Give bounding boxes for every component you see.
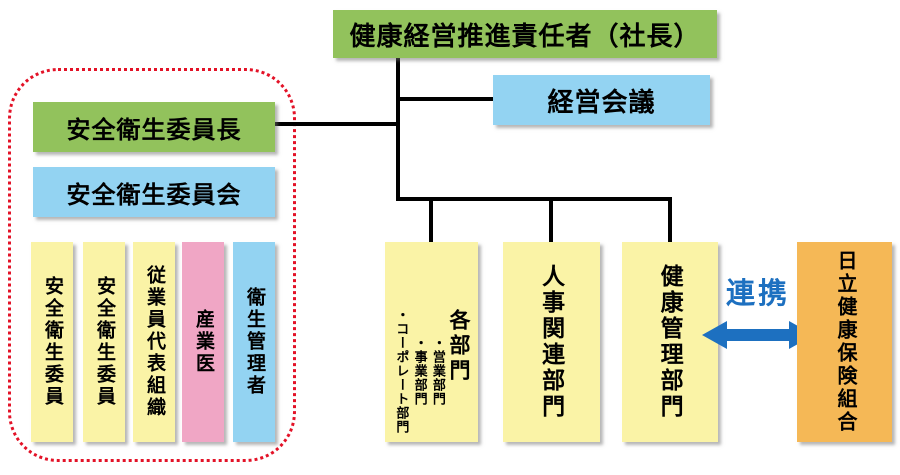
dept-health-management-label: 健康管理部門 <box>657 264 684 420</box>
management-meeting-box: 経営会議 <box>493 75 710 125</box>
connector-drop-all-depts <box>429 197 433 242</box>
member-label: 安全衛生委員 <box>41 276 63 408</box>
dept-item-corporate: ・コーポレート部門 <box>394 308 410 434</box>
member-label: 衛生管理者 <box>243 287 265 397</box>
member-safety-member-1: 安全衛生委員 <box>31 242 73 442</box>
member-health-supervisor: 衛生管理者 <box>233 242 275 442</box>
dept-hr-label: 人事関連部門 <box>538 264 565 420</box>
connector-main-vertical <box>396 58 400 201</box>
connector-drop-health-mgmt <box>668 197 672 242</box>
health-insurance-association-label: 日立健康保険組合 <box>834 250 856 434</box>
top-responsible-label: 健康経営推進責任者（社長） <box>349 20 701 51</box>
safety-committee-label: 安全衛生委員会 <box>66 181 242 209</box>
dept-hr-box: 人事関連部門 <box>503 242 600 442</box>
safety-committee-box: 安全衛生委員会 <box>33 167 275 217</box>
health-insurance-association-box: 日立健康保険組合 <box>797 242 892 442</box>
top-responsible-box: 健康経営推進責任者（社長） <box>333 10 717 58</box>
safety-chair-label: 安全衛生委員長 <box>66 116 242 144</box>
member-employee-reps: 従業員代表組織 <box>133 242 175 442</box>
connector-to-management <box>396 97 493 101</box>
connector-drop-hr <box>549 197 553 242</box>
double-arrow-svg <box>702 321 814 349</box>
member-label: 安全衛生委員 <box>93 276 115 408</box>
partnership-label: 連携 <box>726 278 791 310</box>
dept-all-departments-items: ・営業部門 ・事業部門 ・コーポレート部門 <box>392 250 447 442</box>
double-arrow-icon <box>702 320 814 350</box>
member-label: 産業医 <box>192 309 214 375</box>
connector-to-chair <box>275 122 400 126</box>
connector-departments-bar <box>396 197 672 201</box>
dept-health-management-box: 健康管理部門 <box>622 242 718 442</box>
dept-item-business: ・事業部門 <box>412 336 428 406</box>
dept-all-departments-box: 各部門 ・営業部門 ・事業部門 ・コーポレート部門 <box>385 242 478 442</box>
member-label: 従業員代表組織 <box>143 265 165 419</box>
member-occupational-physician: 産業医 <box>182 242 224 442</box>
safety-committee-group-frame <box>8 68 296 462</box>
management-meeting-label: 経営会議 <box>547 86 656 117</box>
member-safety-member-2: 安全衛生委員 <box>83 242 125 442</box>
safety-chair-box: 安全衛生委員長 <box>33 102 275 152</box>
dept-item-sales: ・営業部門 <box>430 336 446 406</box>
dept-all-departments-heading: 各部門 <box>447 308 470 384</box>
